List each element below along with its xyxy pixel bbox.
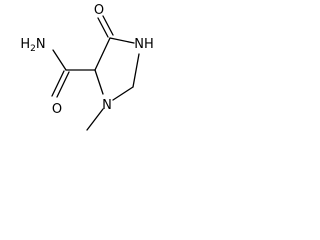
atom-label-nh2: H2N bbox=[20, 37, 45, 54]
bond-c4-o-double-a bbox=[97, 17, 109, 38]
bond-c4-n3 bbox=[109, 37, 135, 44]
bond-camide-o-double-b bbox=[56, 71, 70, 98]
atom-label-ring-n-methyl: N bbox=[102, 98, 112, 113]
chemical-structure-diagram: H2N O O NH N bbox=[20, 3, 154, 131]
bond-camide-o-double-a bbox=[51, 70, 65, 97]
bond-c5-c4 bbox=[94, 37, 111, 71]
bond-n3-c2 bbox=[132, 53, 140, 88]
bond-c4-o-double-b bbox=[102, 15, 114, 36]
atom-label-ring-nh: NH bbox=[134, 37, 154, 52]
bond-camide-nh2 bbox=[52, 49, 67, 71]
atom-label-amide-oxygen: O bbox=[52, 102, 62, 117]
bond-n1-methyl bbox=[86, 108, 104, 131]
bond-n1-c5 bbox=[94, 69, 104, 95]
atom-labels: H2N O O NH N bbox=[20, 3, 153, 117]
bond-c2-n1 bbox=[112, 86, 134, 101]
bonds bbox=[51, 15, 140, 131]
atom-label-ring-carbonyl-oxygen: O bbox=[94, 3, 104, 18]
